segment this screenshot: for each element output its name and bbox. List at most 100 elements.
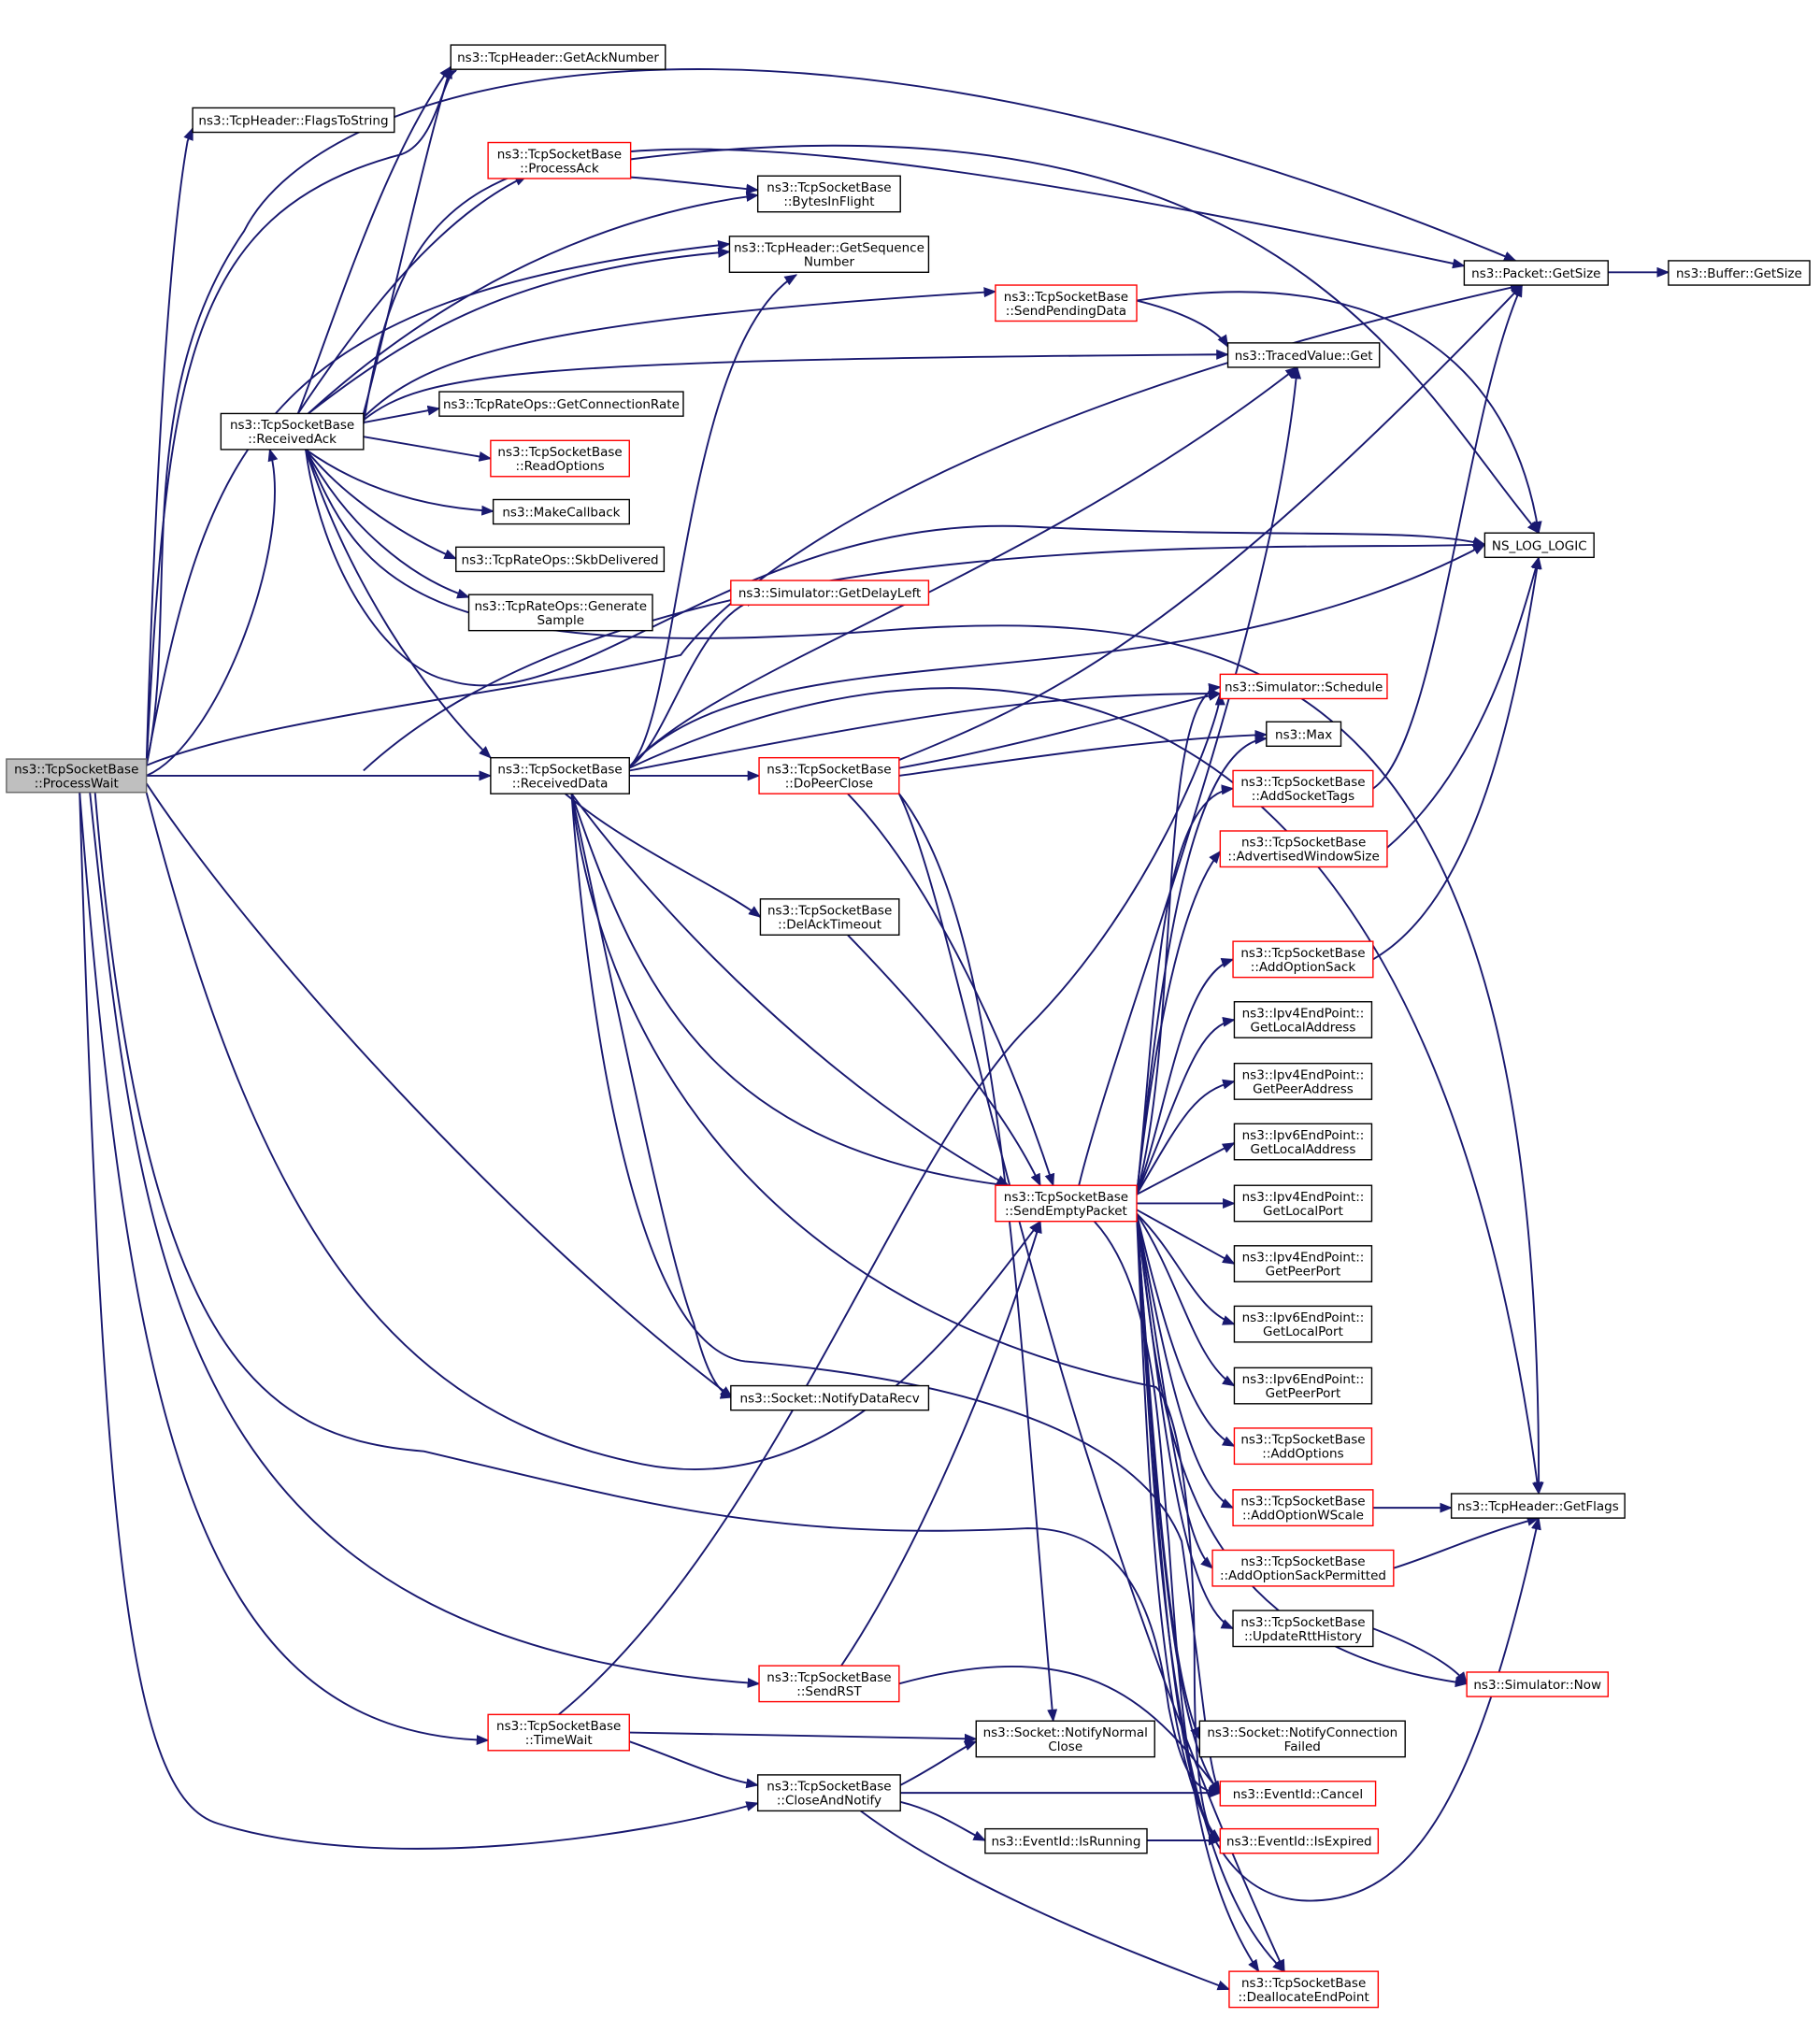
node-traced-value-get[interactable]: ns3::TracedValue::Get [1226, 342, 1381, 368]
node-box [756, 1774, 901, 1812]
node-read-options[interactable]: ns3::TcpSocketBase::ReadOptions [490, 439, 630, 478]
node-label: GetPeerAddress [1253, 1081, 1354, 1096]
call-edge [1372, 283, 1524, 790]
node-send-empty-packet[interactable]: ns3::TcpSocketBase::SendEmptyPacket [995, 1184, 1138, 1223]
node-get-connection-rate[interactable]: ns3::TcpRateOps::GetConnectionRate [438, 391, 684, 417]
node-label: Close [1048, 1739, 1082, 1754]
node-buffer-get-size[interactable]: ns3::Buffer::GetSize [1668, 260, 1811, 286]
call-edge [1136, 1016, 1236, 1195]
node-box [1232, 769, 1374, 808]
node-send-r-s-t[interactable]: ns3::TcpSocketBase::SendRST [758, 1665, 900, 1703]
node-ipv6-get-local-address[interactable]: ns3::Ipv6EndPoint::GetLocalAddress [1233, 1123, 1373, 1161]
call-edge [145, 239, 731, 766]
node-simulator-now[interactable]: ns3::Simulator::Now [1466, 1671, 1609, 1697]
node-box [995, 284, 1138, 322]
node-deallocate-end-point[interactable]: ns3::TcpSocketBase::DeallocateEndPoint [1228, 1970, 1380, 2009]
node-box [1233, 1001, 1373, 1038]
node-notify-data-recv[interactable]: ns3::Socket::NotifyDataRecv [730, 1384, 930, 1411]
node-do-peer-close[interactable]: ns3::TcpSocketBase::DoPeerClose [758, 756, 900, 794]
node-event-id-is-running[interactable]: ns3::EventId::IsRunning [984, 1827, 1148, 1854]
node-advertised-window-size[interactable]: ns3::TcpSocketBase::AdvertisedWindowSize [1219, 830, 1388, 868]
node-received-data[interactable]: ns3::TcpSocketBase::ReceivedData [490, 756, 630, 794]
node-process-ack[interactable]: ns3::TcpSocketBase::ProcessAck [487, 141, 632, 179]
call-edge [305, 449, 458, 560]
node-box [730, 1384, 930, 1411]
call-edge [628, 687, 1542, 1496]
node-label: GetLocalAddress [1251, 1142, 1356, 1157]
call-edge [847, 793, 1055, 1187]
call-edge [362, 148, 1466, 424]
node-ipv6-get-peer-port[interactable]: ns3::Ipv6EndPoint::GetPeerPort [1233, 1367, 1373, 1405]
node-box [492, 498, 630, 525]
node-skb-delivered[interactable]: ns3::TcpRateOps::SkbDelivered [455, 546, 666, 573]
call-edge [898, 1665, 1222, 1795]
node-box [1211, 1549, 1395, 1587]
node-schedule[interactable]: ns3::Simulator::Schedule [1219, 673, 1388, 700]
node-event-id-cancel[interactable]: ns3::EventId::Cancel [1219, 1781, 1377, 1807]
node-bytes-in-flight[interactable]: ns3::TcpSocketBase::BytesInFlight [756, 175, 901, 213]
node-close-and-notify[interactable]: ns3::TcpSocketBase::CloseAndNotify [756, 1774, 901, 1812]
node-box [1219, 1827, 1380, 1854]
node-label: ns3::TcpSocketBase [1240, 1615, 1365, 1630]
call-edge [1136, 1142, 1236, 1195]
node-label: ::CloseAndNotify [777, 1794, 881, 1809]
node-label: ns3::Socket::NotifyNormal [983, 1725, 1148, 1740]
node-update-rtt-history[interactable]: ns3::TcpSocketBase::UpdateRttHistory [1232, 1610, 1374, 1648]
node-add-option-sack[interactable]: ns3::TcpSocketBase::AddOptionSack [1232, 940, 1374, 979]
node-add-socket-tags[interactable]: ns3::TcpSocketBase::AddSocketTags [1232, 769, 1374, 808]
call-edges [79, 65, 1670, 1991]
node-ipv4-get-local-address[interactable]: ns3::Ipv4EndPoint::GetLocalAddress [1233, 1001, 1373, 1038]
call-edge [1136, 1209, 1236, 1265]
node-box [490, 756, 630, 794]
call-edge [872, 284, 1524, 772]
call-edge [362, 65, 452, 414]
node-label: ns3::Simulator::GetDelayLeft [738, 586, 921, 601]
node-ipv6-get-local-port[interactable]: ns3::Ipv6EndPoint::GetLocalPort [1233, 1305, 1373, 1343]
call-edge [363, 349, 1229, 422]
node-box [1219, 673, 1388, 700]
call-edge [1393, 1516, 1541, 1569]
node-received-ack[interactable]: ns3::TcpSocketBase::ReceivedAck [220, 412, 365, 451]
node-time-wait[interactable]: ns3::TcpSocketBase::TimeWait [487, 1713, 630, 1752]
node-label: ns3::TcpSocketBase [1241, 1976, 1366, 1991]
node-get-ack-number[interactable]: ns3::TcpHeader::GetAckNumber [450, 44, 666, 70]
call-edge [79, 792, 490, 1746]
node-flags-to-string[interactable]: ns3::TcpHeader::FlagsToString [192, 107, 395, 134]
node-ipv4-get-local-port[interactable]: ns3::Ipv4EndPoint::GetLocalPort [1233, 1184, 1373, 1223]
node-label: ns3::TcpHeader::FlagsToString [198, 113, 388, 128]
node-get-flags[interactable]: ns3::TcpHeader::GetFlags [1450, 1493, 1626, 1519]
node-add-option-w-scale[interactable]: ns3::TcpSocketBase::AddOptionWScale [1232, 1489, 1374, 1527]
node-add-options[interactable]: ns3::TcpSocketBase::AddOptions [1233, 1427, 1373, 1466]
call-edge [308, 191, 760, 415]
node-label: ns3::TcpSocketBase [497, 445, 622, 460]
node-box [730, 580, 930, 606]
node-label: ::DeallocateEndPoint [1238, 1990, 1369, 2005]
node-box [1266, 721, 1342, 748]
node-ns-log-logic[interactable]: NS_LOG_LOGIC [1483, 532, 1595, 559]
call-edge [629, 1731, 978, 1744]
node-label: ::SendEmptyPacket [1005, 1204, 1127, 1219]
node-box [984, 1827, 1148, 1854]
node-process-wait[interactable]: ns3::TcpSocketBase::ProcessWait [6, 758, 148, 794]
node-send-pending-data[interactable]: ns3::TcpSocketBase::SendPendingData [995, 284, 1138, 322]
node-event-id-is-expired[interactable]: ns3::EventId::IsExpired [1219, 1827, 1380, 1854]
node-box [1219, 830, 1388, 868]
node-label: ::AddOptionSack [1251, 960, 1356, 975]
call-edge [145, 69, 458, 766]
node-max[interactable]: ns3::Max [1266, 721, 1342, 748]
call-edge [363, 436, 493, 462]
node-add-option-sack-permitted[interactable]: ns3::TcpSocketBase::AddOptionSackPermitt… [1211, 1549, 1395, 1587]
node-make-callback[interactable]: ns3::MakeCallback [492, 498, 630, 525]
node-del-ack-timeout[interactable]: ns3::TcpSocketBase::DelAckTimeout [759, 898, 900, 936]
node-ipv4-get-peer-address[interactable]: ns3::Ipv4EndPoint::GetPeerAddress [1233, 1062, 1373, 1100]
node-get-delay-left[interactable]: ns3::Simulator::GetDelayLeft [730, 580, 930, 606]
call-edge [1136, 1213, 1469, 1688]
node-packet-get-size[interactable]: ns3::Packet::GetSize [1463, 260, 1609, 286]
node-label: ::AddOptionWScale [1242, 1509, 1364, 1524]
node-ipv4-get-peer-port[interactable]: ns3::Ipv4EndPoint::GetPeerPort [1233, 1245, 1373, 1282]
